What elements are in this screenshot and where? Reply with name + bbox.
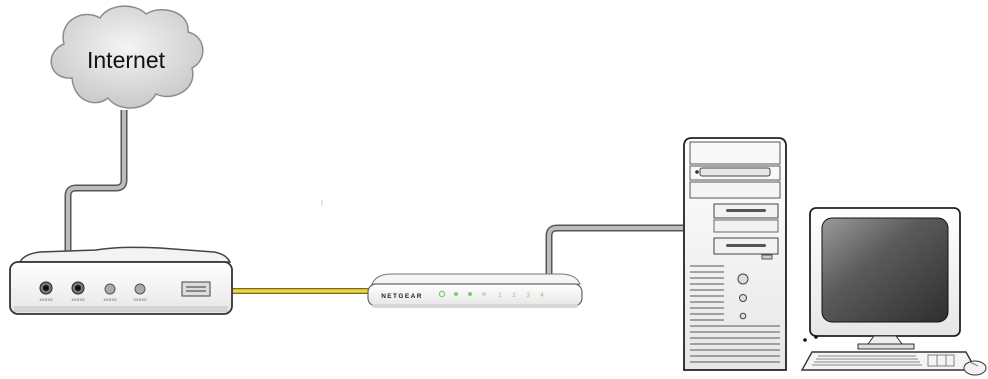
- modem-knob-2: [71, 281, 85, 295]
- monitor-screen: [821, 217, 949, 323]
- router-port-label: 1: [498, 293, 502, 299]
- modem-led-1: [104, 283, 116, 295]
- router-led-wps: [482, 292, 486, 296]
- modem-port-label: XXXXX: [39, 297, 53, 302]
- cloud-label: Internet: [87, 47, 166, 73]
- computer-tower: [683, 137, 787, 371]
- computer-monitor: [803, 207, 961, 350]
- optical-drive: [713, 237, 779, 260]
- modem-port-label: XXXXX: [103, 297, 117, 302]
- router-port-label: 2: [512, 293, 516, 299]
- cloud-shape: [50, 5, 204, 109]
- router-led-power: [438, 290, 446, 298]
- internet-cloud: Internet: [50, 5, 204, 109]
- modem-led-2: [134, 283, 146, 295]
- cable-modem: XXXXX XXXXX XXXXX XXXXX: [9, 246, 233, 315]
- modem-label-plate: [181, 281, 211, 297]
- floppy-drive: [713, 203, 779, 219]
- router-led-wan: [454, 292, 458, 296]
- router-brand-label: NETGEAR: [381, 293, 423, 300]
- modem-port-label: XXXXX: [133, 297, 147, 302]
- cable-internet-to-modem: [64, 110, 128, 262]
- keyboard: [800, 351, 978, 371]
- power-button-icon: [737, 273, 749, 285]
- cable-router-to-computer: [545, 224, 683, 280]
- router-port-label: 4: [540, 293, 544, 299]
- router-led-wlan: [468, 292, 472, 296]
- mouse: [963, 360, 987, 376]
- netgear-router: NETGEAR 1 2 3 4: [367, 273, 583, 308]
- router-port-label: 3: [526, 293, 530, 299]
- modem-knob-1: [39, 281, 53, 295]
- tower-vent: [690, 265, 780, 363]
- modem-port-label: XXXXX: [71, 297, 85, 302]
